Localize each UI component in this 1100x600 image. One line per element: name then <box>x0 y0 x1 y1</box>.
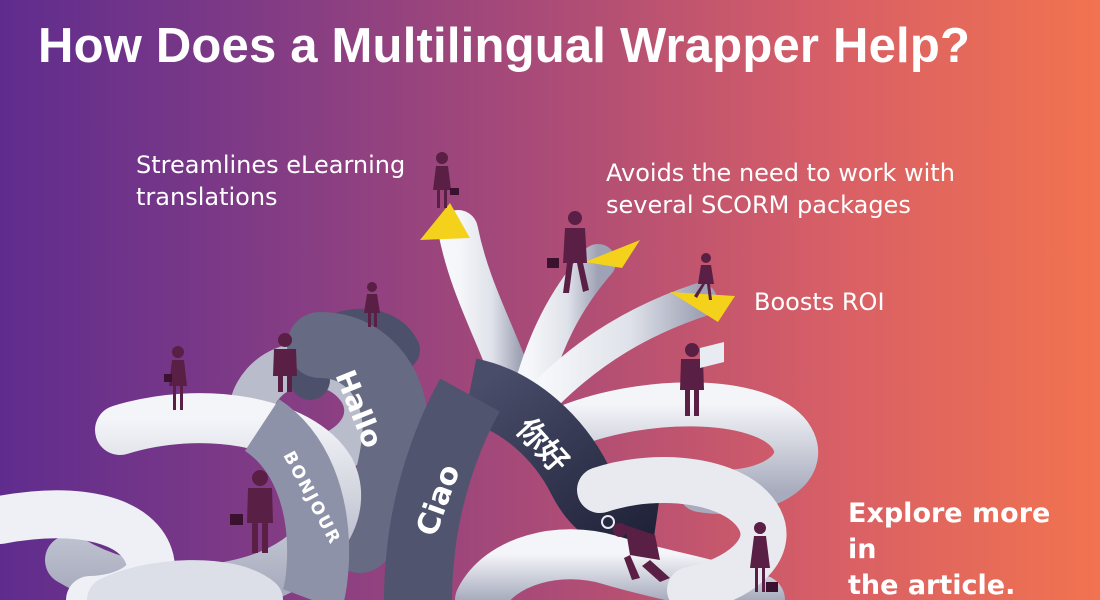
benefit-avoids-line1: Avoids the need to work with <box>606 159 955 187</box>
figure-woman-loop <box>364 282 380 327</box>
figure-man-kneeling <box>601 515 670 582</box>
benefit-avoids-line2: several SCORM packages <box>606 191 911 219</box>
cta-line1: Explore more in <box>848 498 1051 565</box>
ribbon-grey-hallo <box>287 312 429 573</box>
cta-line2: the article. <box>848 570 1016 600</box>
cta-explore[interactable]: Explore more in the article. <box>848 496 1088 600</box>
figure-man-phone <box>547 211 589 293</box>
figure-woman-top <box>433 152 459 208</box>
benefit-avoids-scorm: Avoids the need to work with several SCO… <box>606 157 1026 221</box>
flags <box>420 203 735 322</box>
figure-man-map <box>680 342 724 416</box>
figure-man-left <box>273 333 297 392</box>
benefit-streamlines: Streamlines eLearning translations <box>136 149 436 213</box>
figure-man-bottom-left <box>230 470 273 553</box>
figure-woman-bottom-right <box>750 522 778 592</box>
figures <box>164 152 778 592</box>
benefit-streamlines-line2: translations <box>136 183 278 211</box>
flag-right <box>670 292 735 322</box>
figure-woman-far-left <box>164 346 187 410</box>
ribbon-ciao <box>384 378 500 600</box>
figure-woman-right <box>694 253 714 300</box>
ribbon-dark-nihao <box>462 358 661 562</box>
benefit-roi: Boosts ROI <box>754 288 885 316</box>
headline: How Does a Multilingual Wrapper Help? <box>38 19 971 73</box>
flag-middle <box>585 240 640 268</box>
benefit-streamlines-line1: Streamlines eLearning <box>136 151 406 179</box>
flag-left <box>420 203 470 240</box>
ribbon-bonjour <box>243 399 350 600</box>
